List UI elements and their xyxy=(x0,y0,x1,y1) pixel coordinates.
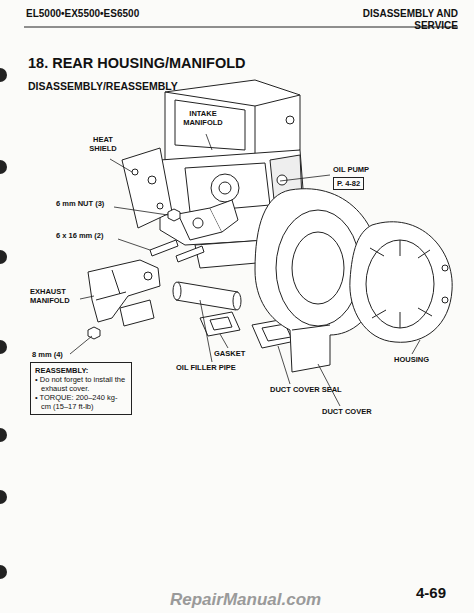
part-name: GASKET xyxy=(214,350,245,359)
part-name: HEAT SHIELD xyxy=(86,136,120,153)
part-name: OIL FILLER PIPE xyxy=(176,364,236,373)
nuts-bolts xyxy=(88,209,204,339)
rules xyxy=(24,27,458,28)
part-name: EXHAUST MANIFOLD xyxy=(30,288,80,305)
note-text: • TORQUE: 200–240 kg-cm (15–17 ft-lb) xyxy=(35,393,127,411)
fastener-size: 8 mm (4) xyxy=(32,351,63,360)
watermark: RepairManual.com xyxy=(170,590,321,610)
page-ref-box: P. 4-82 xyxy=(333,177,364,190)
part-name: INTAKE MANIFOLD xyxy=(180,110,226,127)
note-text: • Do not forget to install the exhaust c… xyxy=(35,375,127,393)
model-header: EL5000•EX5500•ES6500 xyxy=(26,8,139,20)
section-title: 18. REAR HOUSING/MANIFOLD xyxy=(28,55,246,72)
note-text: P. 4-82 xyxy=(337,179,360,188)
binder-holes xyxy=(0,68,7,579)
part-name: HOUSING xyxy=(394,356,429,365)
housing xyxy=(350,222,452,343)
part-name: OIL PUMP xyxy=(333,166,369,175)
section-header: DISASSEMBLY AND SERVICE xyxy=(330,8,458,31)
oil-filler-pipe xyxy=(173,282,241,310)
note-heading: REASSEMBLY: xyxy=(35,366,127,375)
heat-shield xyxy=(122,148,172,228)
exhaust-manifold xyxy=(88,260,160,326)
intake-manifold xyxy=(178,200,238,240)
part-name: DUCT COVER SEAL xyxy=(270,386,342,395)
note-box: REASSEMBLY:• Do not forget to install th… xyxy=(30,362,132,415)
fastener-size: 6 mm NUT (3) xyxy=(56,200,104,209)
fastener-size: 6 x 16 mm (2) xyxy=(56,232,104,241)
part-name: DUCT COVER xyxy=(322,408,372,417)
page-number: 4-69 xyxy=(416,584,446,601)
subtitle: DISASSEMBLY/REASSEMBLY xyxy=(28,80,178,92)
